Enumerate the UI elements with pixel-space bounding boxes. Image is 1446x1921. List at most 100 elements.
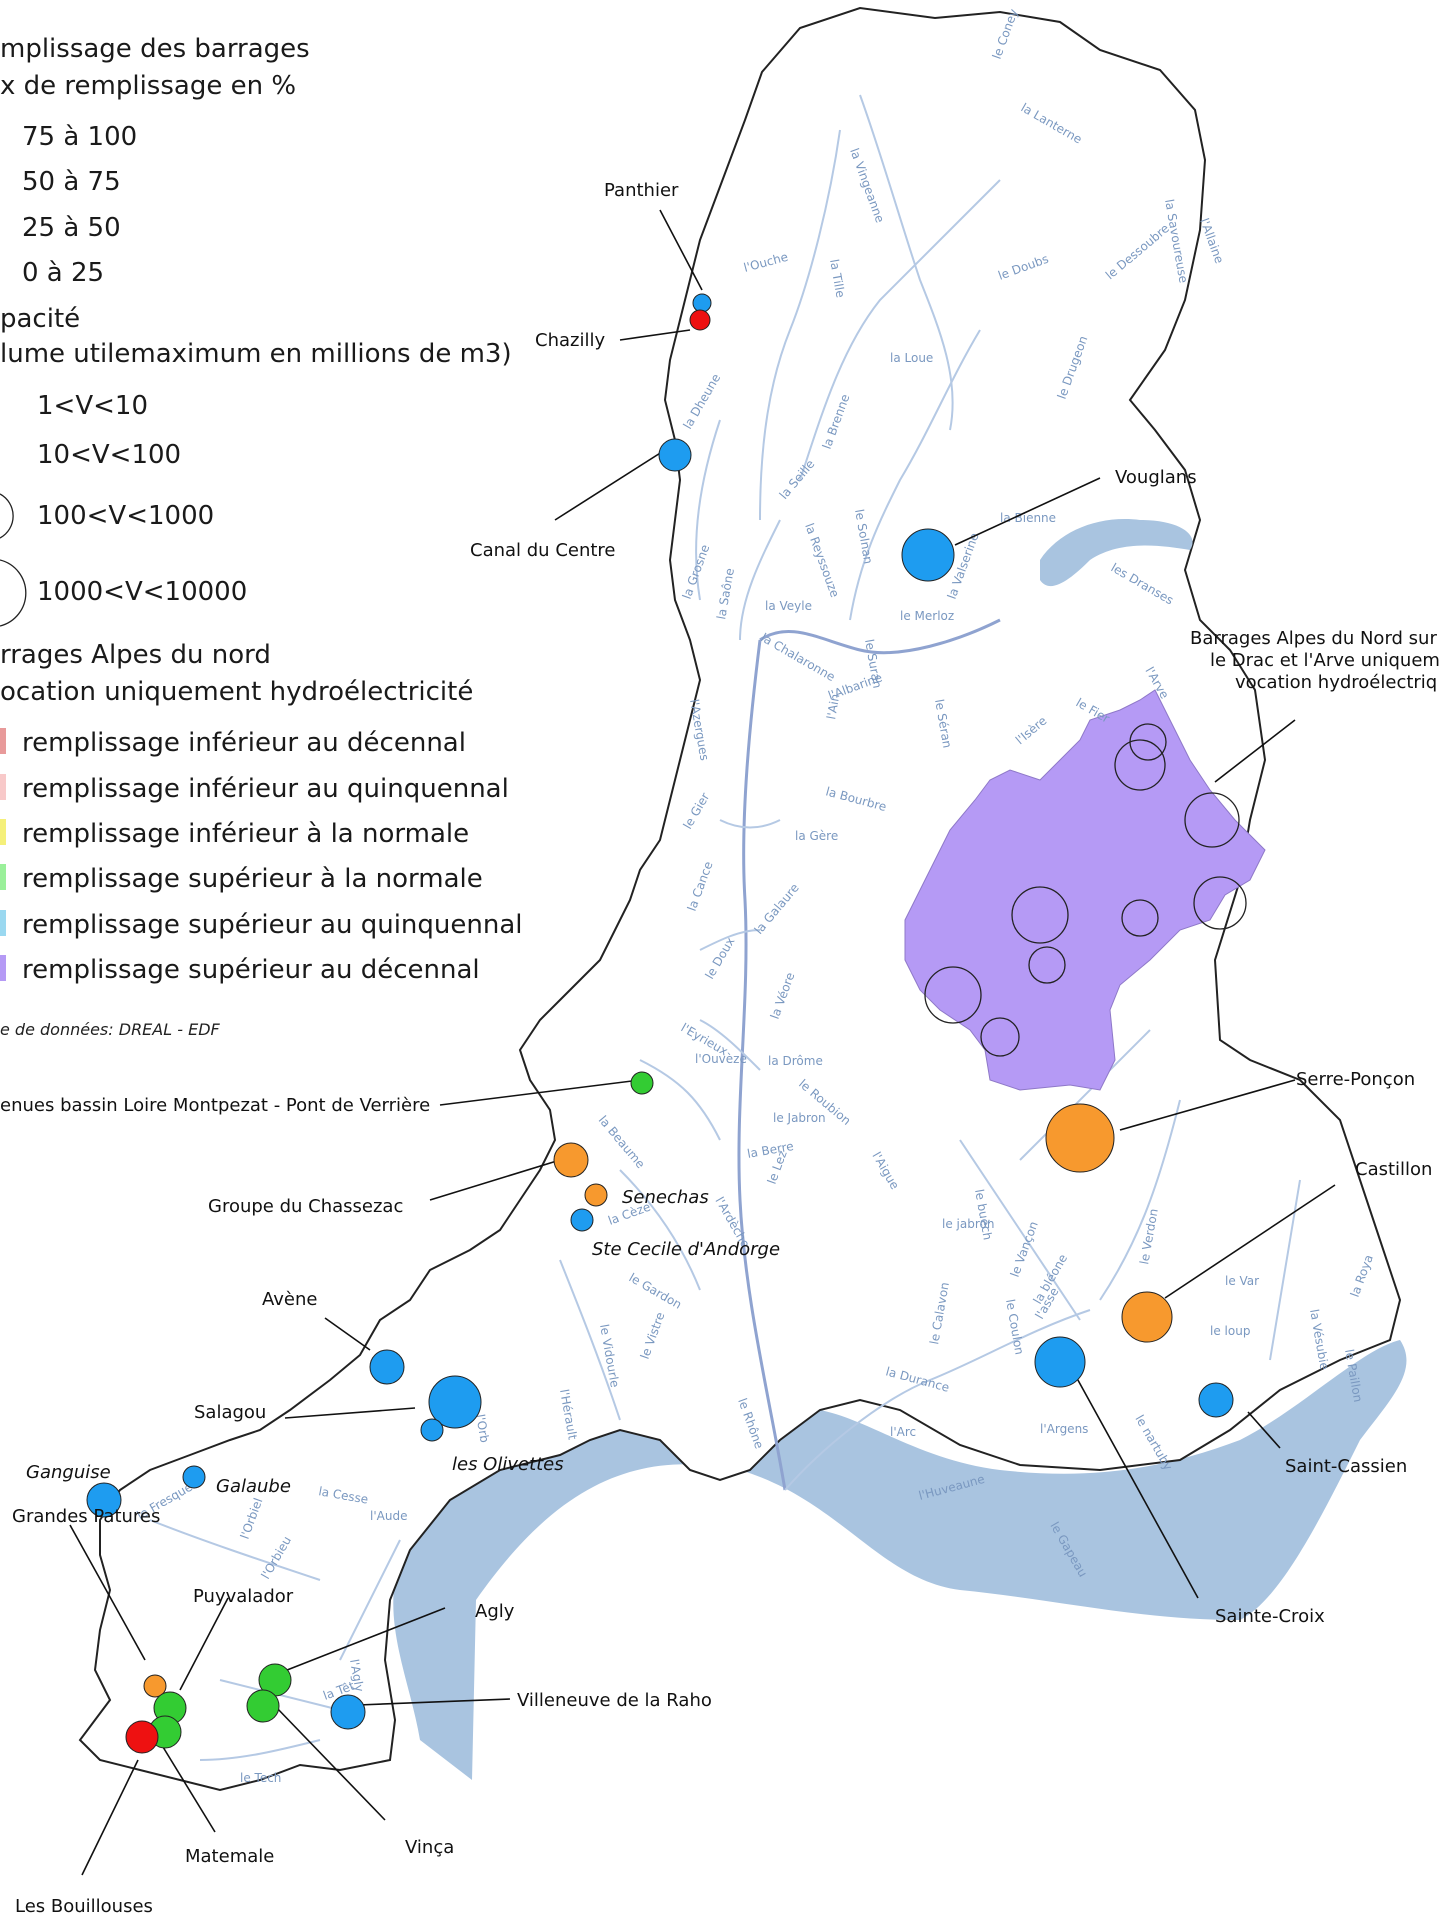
dam-marker-ganguise[interactable] — [86, 1482, 122, 1518]
river-label: le Merloz — [900, 609, 954, 623]
dam-marker-vouglans[interactable] — [901, 528, 955, 582]
legend-title: mplissage des barrages — [0, 34, 310, 64]
dam-label: Ganguise — [26, 1462, 111, 1483]
legend-rate-label: 50 à 75 — [22, 167, 121, 197]
dam-label: Serre-Ponçon — [1296, 1069, 1415, 1090]
legend-capacity-circle — [0, 559, 27, 627]
river-label: l'Agly — [347, 1658, 367, 1693]
dam-marker-castillon[interactable] — [1121, 1291, 1173, 1343]
alps-reservoir-marker — [1011, 886, 1069, 944]
legend-capacity-title: pacité — [0, 304, 80, 334]
dam-marker-panthier[interactable] — [692, 293, 712, 313]
lake-leman — [1040, 519, 1193, 587]
river-label: le Tech — [240, 1771, 281, 1785]
dam-label: Avène — [262, 1289, 317, 1310]
dam-label: enues bassin Loire Montpezat - Pont de V… — [0, 1095, 430, 1116]
legend-rate-label: 0 à 25 — [22, 258, 104, 288]
alps-annotation: Barrages Alpes du Nord sur le Drac et l'… — [1190, 628, 1440, 693]
dam-marker-galaube[interactable] — [182, 1465, 206, 1489]
alps-reservoir-markers — [924, 723, 1247, 1057]
alps-reservoir-marker — [1121, 899, 1159, 937]
legend-alps-label: remplissage supérieur à la normale — [22, 864, 483, 894]
dam-marker-saint-cassien[interactable] — [1198, 1382, 1234, 1418]
dam-label: Agly — [475, 1601, 515, 1622]
dam-label: Panthier — [604, 180, 679, 201]
legend-alps-swatch — [0, 864, 6, 890]
legend-capacity-label: 10<V<100 — [37, 440, 181, 470]
dam-label: Villeneuve de la Raho — [517, 1690, 712, 1711]
legend-source: e de données: DREAL - EDF — [0, 1020, 221, 1039]
legend-alps-swatch — [0, 955, 6, 981]
river-label: le loup — [1210, 1324, 1250, 1338]
legend-alps-swatch — [0, 774, 6, 800]
legend-rate-label: 25 à 50 — [22, 213, 121, 243]
dam-label: Puyvalador — [193, 1586, 294, 1607]
alps-reservoir-marker — [1028, 946, 1066, 984]
river-label: le jabron — [942, 1217, 994, 1231]
dam-label: Grandes Patures — [12, 1506, 160, 1527]
legend-alps-label: remplissage inférieur au quinquennal — [22, 774, 509, 804]
dam-marker-olivettes[interactable] — [420, 1418, 444, 1442]
legend-alps-title: rrages Alpes du nord — [0, 640, 271, 670]
river-label: l'Ouvèze — [695, 1052, 747, 1066]
dam-label: Salagou — [194, 1402, 266, 1423]
legend-capacity-circle — [0, 493, 14, 539]
dam-marker-villeneuve[interactable] — [330, 1694, 366, 1730]
legend-alps-label: remplissage supérieur au quinquennal — [22, 910, 523, 940]
legend-alps-label: remplissage inférieur à la normale — [22, 819, 469, 849]
dam-label: Vinça — [405, 1837, 454, 1858]
dam-label: Matemale — [185, 1846, 274, 1867]
legend-rate-label: 75 à 100 — [22, 122, 137, 152]
river-label: l'Allaine — [1197, 216, 1226, 265]
dam-marker-vinca[interactable] — [246, 1689, 280, 1723]
legend-capacity-label: 1000<V<10000 — [37, 577, 247, 607]
dam-marker-canal-du-centre[interactable] — [658, 438, 692, 472]
legend-capacity-label: 100<V<1000 — [37, 501, 214, 531]
dam-marker-les-bouillouses[interactable] — [125, 1720, 159, 1754]
legend-capacity-label: 1<V<10 — [37, 391, 148, 421]
legend-capacity-subtitle: lume utilemaximum en millions de m3) — [0, 339, 512, 369]
river-label: la Veyle — [765, 599, 812, 613]
legend-alps-swatch — [0, 728, 6, 754]
legend-alps-swatch — [0, 819, 6, 845]
dam-label: Groupe du Chassezac — [208, 1196, 403, 1217]
alps-north-area — [904, 689, 1266, 1091]
dam-marker-montpezat[interactable] — [630, 1071, 654, 1095]
legend-subtitle: x de remplissage en % — [0, 71, 296, 101]
river-label: la Drôme — [768, 1054, 823, 1068]
dam-marker-serre-poncon[interactable] — [1045, 1103, 1115, 1173]
legend-alps-label: remplissage supérieur au décennal — [22, 955, 480, 985]
alps-reservoir-marker — [1193, 876, 1247, 930]
dam-label: Les Bouillouses — [15, 1896, 153, 1917]
leader-lines — [69, 209, 1336, 1876]
dam-label: Chazilly — [535, 330, 605, 351]
dam-marker-sainte-croix[interactable] — [1034, 1336, 1086, 1388]
dam-marker-chassezac[interactable] — [553, 1142, 589, 1178]
river-label: le Jabron — [773, 1111, 826, 1125]
dam-marker-senechas[interactable] — [584, 1183, 608, 1207]
river-label: l'Arc — [890, 1425, 916, 1439]
dam-label: Galaube — [216, 1476, 291, 1497]
dam-label: Saint-Cassien — [1285, 1456, 1407, 1477]
dam-label: les Olivettes — [452, 1454, 564, 1475]
dam-marker-salagou[interactable] — [428, 1375, 482, 1429]
dam-label: Senechas — [622, 1187, 709, 1208]
dam-marker-ste-cecile[interactable] — [570, 1208, 594, 1232]
river-label: l'Argens — [1040, 1422, 1088, 1436]
river-label: la Loue — [890, 351, 933, 365]
legend: mplissage des barrages x de remplissage … — [0, 34, 523, 1039]
dam-marker-grandes-patures[interactable] — [143, 1674, 167, 1698]
alps-annotation-line: le Drac et l'Arve uniquem — [1210, 650, 1440, 671]
legend-alps-label: remplissage inférieur au décennal — [22, 728, 466, 758]
dam-markers — [86, 293, 1234, 1754]
dam-marker-avene[interactable] — [369, 1349, 405, 1385]
dam-marker-chazilly[interactable] — [689, 309, 711, 331]
river-label: la Gère — [795, 829, 838, 843]
dam-label: Castillon — [1355, 1159, 1432, 1180]
dam-label: Vouglans — [1115, 467, 1197, 488]
river-label: le Var — [1225, 1274, 1259, 1288]
dam-label: Sainte-Croix — [1215, 1606, 1325, 1627]
alps-annotation-line: Barrages Alpes du Nord sur — [1190, 628, 1437, 649]
river-label: la Bienne — [1000, 511, 1056, 525]
